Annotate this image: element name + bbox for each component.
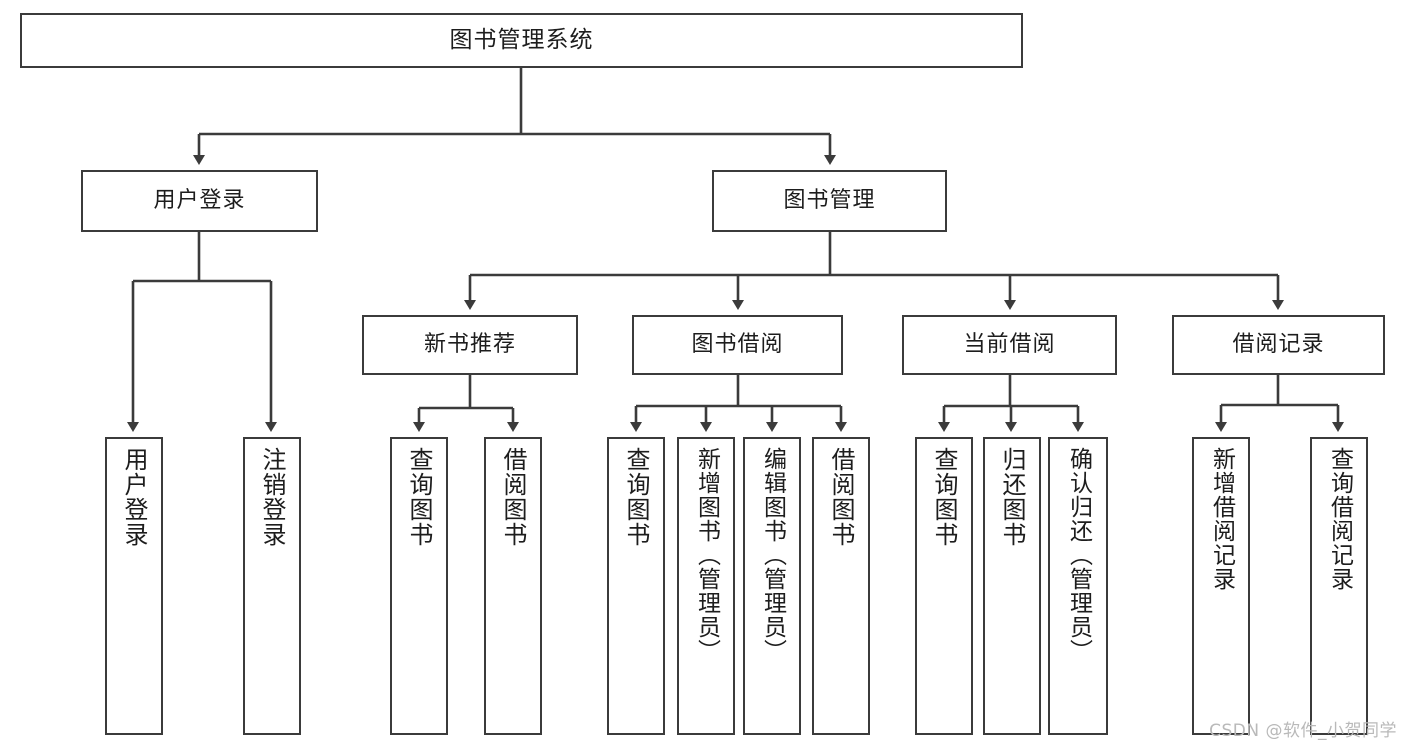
leaf-book-borrow-query[interactable]: 查询图书 [607,437,665,735]
csdn-watermark: CSDN @软件_小贺同学 [1209,721,1397,741]
leaf-current-borrow-query[interactable]: 查询图书 [915,437,973,735]
node-label: 用户登录 [153,188,246,214]
node-label: 图书管理 [783,188,876,214]
node-borrow-record[interactable]: 借阅记录 [1172,315,1385,375]
node-user-login[interactable]: 用户登录 [81,170,318,232]
node-label: 编辑图书（管理员） [759,447,786,663]
node-root-system[interactable]: 图书管理系统 [20,13,1023,68]
node-label: 借阅图书 [499,447,527,547]
node-new-book-recommend[interactable]: 新书推荐 [362,315,578,375]
node-book-borrow[interactable]: 图书借阅 [632,315,843,375]
leaf-book-borrow-edit[interactable]: 编辑图书（管理员） [743,437,801,735]
node-label: 借阅记录 [1232,332,1325,358]
node-label: 当前借阅 [963,332,1056,358]
node-label: 注销登录 [258,447,286,547]
node-label: 确认归还（管理员） [1065,447,1092,663]
leaf-book-borrow-borrow[interactable]: 借阅图书 [812,437,870,735]
leaf-new-book-query[interactable]: 查询图书 [390,437,448,735]
leaf-borrow-record-query[interactable]: 查询借阅记录 [1310,437,1368,735]
leaf-new-book-borrow[interactable]: 借阅图书 [484,437,542,735]
leaf-book-borrow-add[interactable]: 新增图书（管理员） [677,437,735,735]
node-label: 新书推荐 [423,332,516,358]
node-label: 新增图书（管理员） [693,447,720,663]
leaf-current-borrow-confirm-return[interactable]: 确认归还（管理员） [1048,437,1108,735]
node-label: 图书管理系统 [449,27,594,54]
node-label: 查询借阅记录 [1326,447,1353,591]
node-current-borrow[interactable]: 当前借阅 [902,315,1117,375]
node-label: 借阅图书 [827,447,855,547]
node-label: 查询图书 [405,447,433,547]
node-label: 用户登录 [120,447,148,547]
node-book-management[interactable]: 图书管理 [712,170,947,232]
node-label: 查询图书 [930,447,958,547]
node-label: 新增借阅记录 [1208,447,1235,591]
leaf-user-login-logout[interactable]: 注销登录 [243,437,301,735]
node-label: 归还图书 [998,447,1026,547]
node-label: 图书借阅 [691,332,784,358]
leaf-current-borrow-return[interactable]: 归还图书 [983,437,1041,735]
node-label: 查询图书 [622,447,650,547]
leaf-borrow-record-add[interactable]: 新增借阅记录 [1192,437,1250,735]
leaf-user-login-login[interactable]: 用户登录 [105,437,163,735]
